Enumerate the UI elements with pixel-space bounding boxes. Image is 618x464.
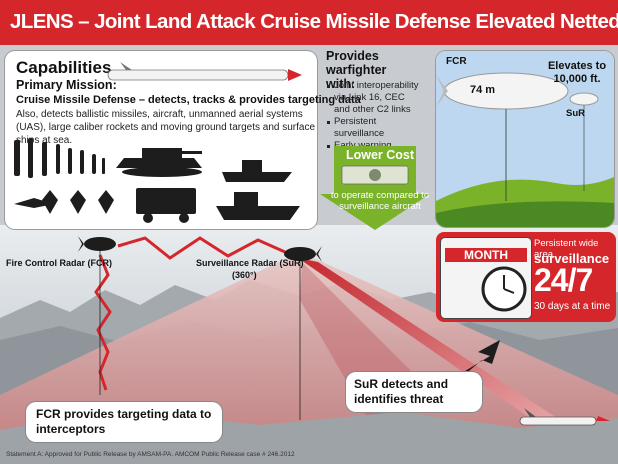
list-item: Early warning [326, 140, 422, 152]
persistent-line2: surveillance [534, 251, 610, 266]
release-statement: Statement A: Approved for Public Release… [6, 451, 295, 458]
cruise-missile [519, 408, 610, 426]
sur-sublabel: (360°) [232, 270, 257, 280]
aerostat-panel [436, 51, 614, 227]
aerostat-illustration [436, 51, 614, 227]
lower-cost-title: Lower Cost [345, 148, 415, 162]
header-bar: JLENS – Joint Land Attack Cruise Missile… [0, 0, 618, 45]
persistent-247: 24/7 [534, 262, 593, 298]
lower-cost-text: to operate compared to surveillance airc… [330, 190, 430, 212]
capabilities-detail: Also, detects ballistic missiles, aircra… [16, 109, 316, 146]
fcr-label: Fire Control Radar (FCR) [6, 258, 113, 268]
page-title: JLENS – Joint Land Attack Cruise Missile… [10, 10, 618, 33]
sur-label: Surveillance Radar (SuR) [196, 258, 304, 268]
persistent-line1: Persistent wide area [534, 238, 599, 260]
sur-aerostat [284, 246, 322, 262]
primary-mission-text: Cruise Missile Defense – detects, tracks… [16, 94, 361, 106]
fcr-targeting-callout: FCR provides targeting data to intercept… [26, 402, 222, 442]
warfighter-title: Provides warfighter with: [326, 49, 387, 91]
list-item: Joint interoperability via Link 16, CEC … [326, 80, 422, 116]
primary-mission-label: Primary Mission: [16, 78, 117, 92]
fcr-aerostat [78, 236, 116, 252]
aerostat-fcr-label: FCR [446, 56, 467, 67]
warfighter-list: Joint interoperability via Link 16, CEC … [326, 80, 422, 152]
aerostat-length-label: 74 m [470, 84, 496, 96]
threat-silhouettes [14, 138, 300, 223]
sur-detects-callout: SuR detects and identifies threat [346, 372, 482, 412]
capabilities-title: Capabilities [16, 58, 112, 77]
lower-cost-arrow [320, 146, 430, 230]
persistent-line3: 30 days at a time [534, 301, 611, 312]
clock-icon [481, 266, 527, 312]
data-link-zigzag [117, 236, 286, 260]
calendar-month: MONTH [445, 248, 527, 262]
elevation-label: Elevates to 10,000 ft. [547, 60, 607, 85]
aerostat-sur-label: SuR [566, 108, 585, 119]
missile-icon [107, 62, 302, 81]
fcr-beam [298, 258, 560, 425]
list-item: Persistent surveillance [326, 116, 422, 140]
